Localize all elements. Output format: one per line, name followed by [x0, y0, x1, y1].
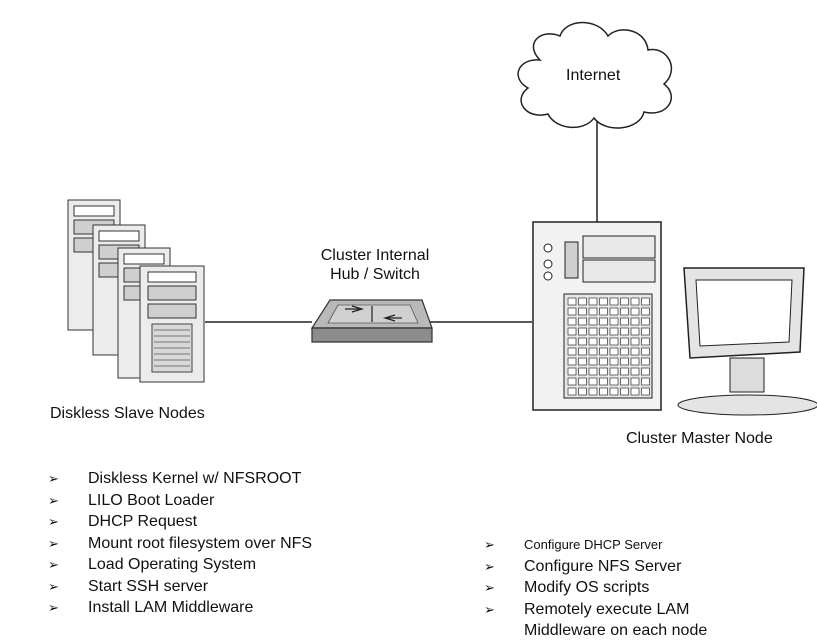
switch-label-line2: Hub / Switch — [330, 266, 420, 283]
arrow-bullet-icon: ➢ — [48, 535, 59, 551]
monitor-icon — [677, 267, 817, 416]
arrow-bullet-icon: ➢ — [484, 537, 495, 552]
master-node-label: Cluster Master Node — [626, 430, 773, 447]
list-item: ➢Configure NFS Server — [484, 556, 707, 578]
internet-label: Internet — [566, 67, 621, 84]
slave-nodes-label: Diskless Slave Nodes — [50, 405, 205, 422]
slave-servers-icon — [67, 199, 205, 383]
arrow-bullet-icon: ➢ — [48, 557, 59, 572]
arrow-bullet-icon: ➢ — [484, 558, 495, 574]
arrow-bullet-icon: ➢ — [48, 471, 59, 486]
switch-label: Cluster Internal Hub / Switch — [290, 246, 460, 284]
arrow-bullet-icon: ➢ — [48, 514, 59, 529]
list-item: ➢Modify OS scripts — [484, 577, 707, 599]
list-item: ➢Configure DHCP Server — [484, 534, 707, 556]
tower-server-icon — [532, 221, 662, 411]
list-item: ➢Remotely execute LAM — [484, 599, 707, 621]
arrow-bullet-icon: ➢ — [484, 580, 495, 595]
arrow-bullet-icon: ➢ — [48, 578, 59, 594]
list-item: ➢Diskless Kernel w/ NFSROOT — [48, 468, 312, 490]
switch-label-line1: Cluster Internal — [320, 247, 430, 264]
list-item: Middleware on each node — [524, 622, 708, 639]
list-item: ➢Start SSH server — [48, 576, 312, 598]
vent-grid — [567, 297, 650, 396]
list-item: ➢Load Operating System — [48, 554, 312, 576]
list-item: ➢LILO Boot Loader — [48, 490, 312, 512]
arrow-bullet-icon: ➢ — [484, 601, 495, 617]
slave-steps-list: ➢Diskless Kernel w/ NFSROOT ➢LILO Boot L… — [48, 468, 312, 619]
arrow-bullet-icon: ➢ — [48, 600, 59, 615]
list-item: ➢DHCP Request — [48, 511, 312, 533]
master-steps-list: ➢Configure DHCP Server ➢Configure NFS Se… — [484, 534, 707, 642]
network-switch-icon — [310, 299, 433, 343]
list-item: ➢Mount root filesystem over NFS — [48, 533, 312, 555]
arrow-bullet-icon: ➢ — [48, 492, 59, 508]
list-item: ➢Install LAM Middleware — [48, 597, 312, 619]
cloud-icon — [517, 21, 673, 129]
